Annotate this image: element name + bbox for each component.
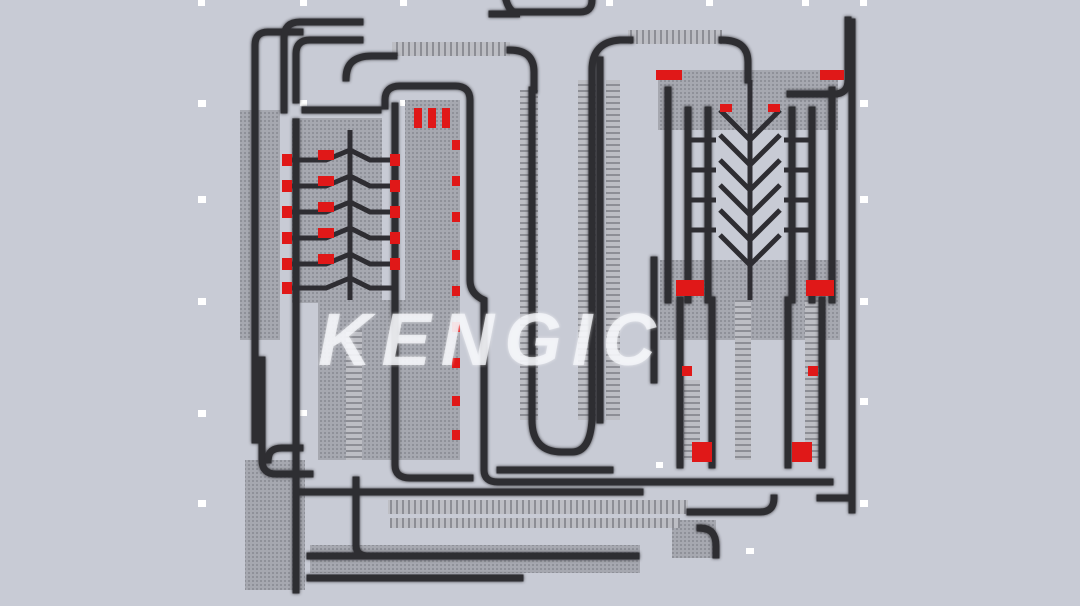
- induction-arms-left: [282, 108, 460, 440]
- floor-markers: [198, 0, 868, 554]
- sorter-right: [656, 70, 844, 462]
- belt-conveyors: [251, 0, 856, 594]
- brand-watermark: KENGIC: [318, 298, 666, 381]
